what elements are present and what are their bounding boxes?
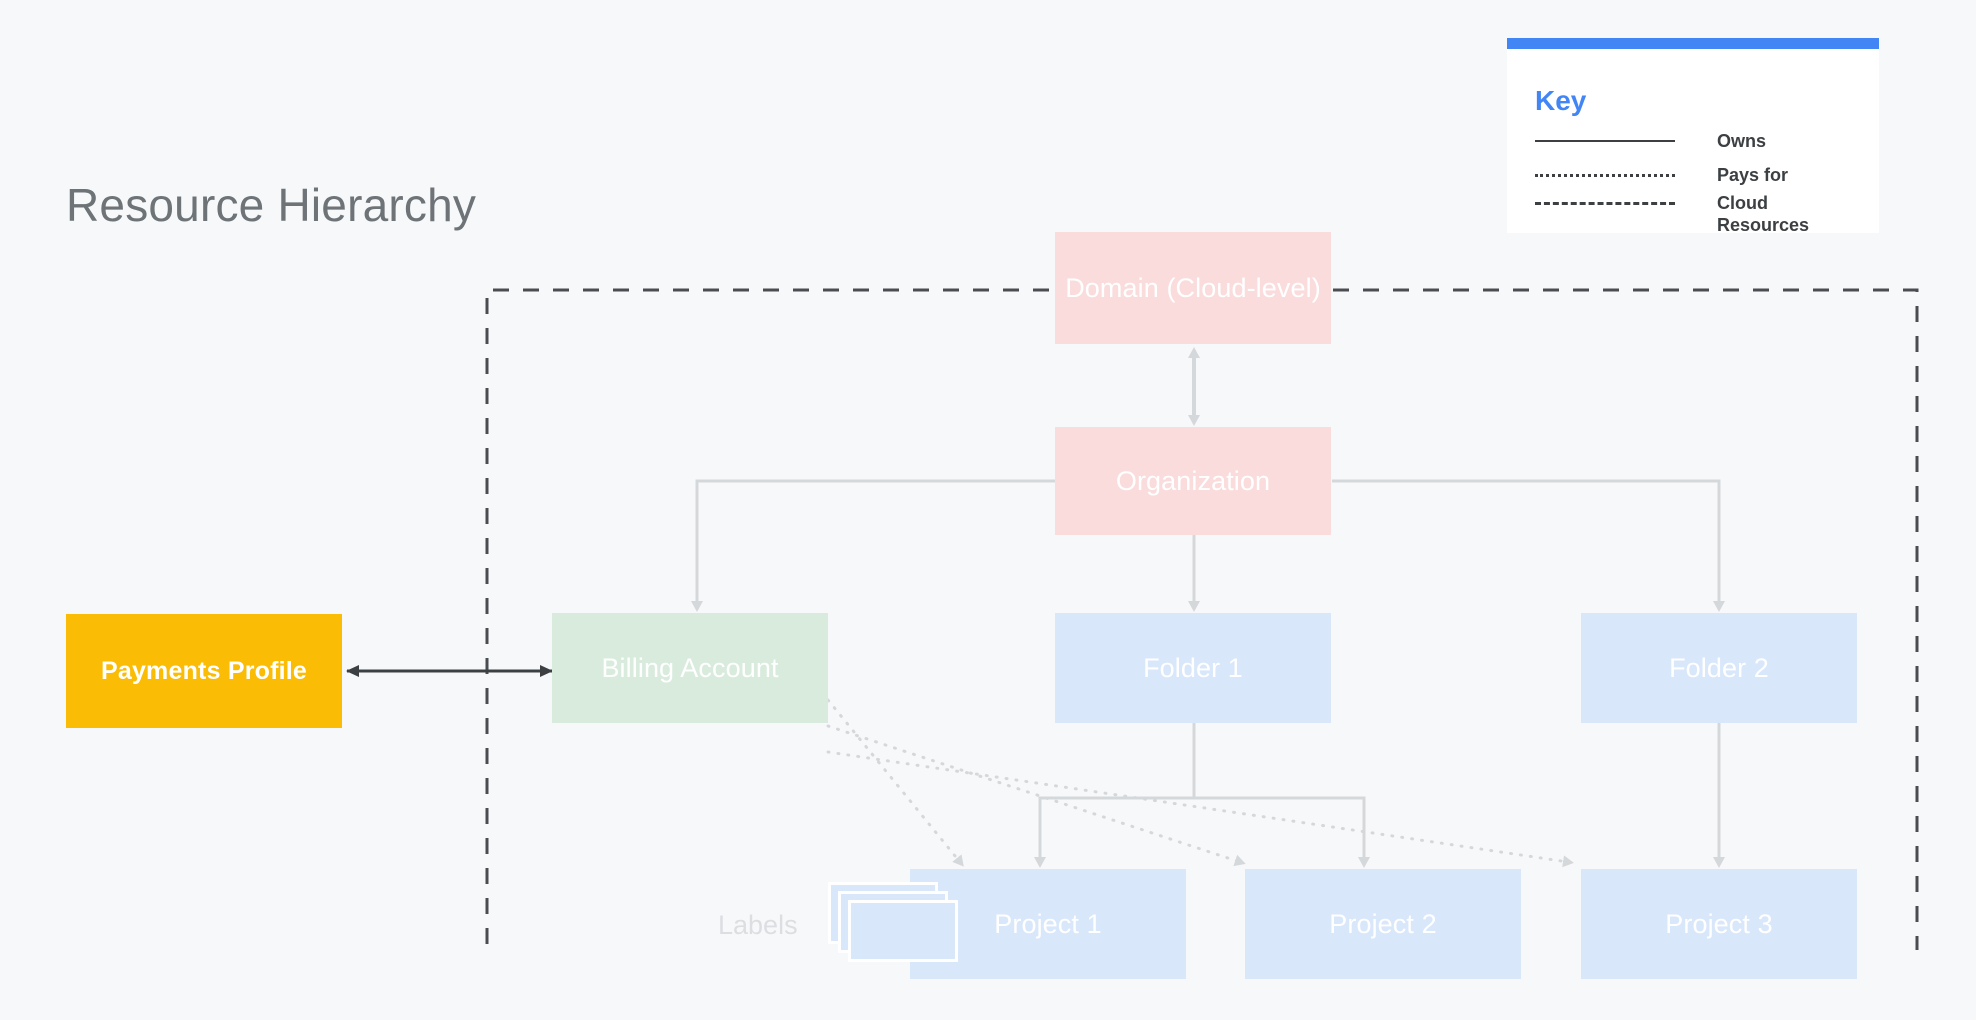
node-billing-account[interactable]: Billing Account — [552, 613, 828, 723]
key-row-pays-for: Pays for — [1535, 165, 1788, 187]
node-folder-2[interactable]: Folder 2 — [1581, 613, 1857, 723]
node-project-3[interactable]: Project 3 — [1581, 869, 1857, 979]
key-accent-bar — [1507, 38, 1879, 49]
node-folder-1[interactable]: Folder 1 — [1055, 613, 1331, 723]
node-project-3-label: Project 3 — [1665, 908, 1773, 939]
key-legend: Key Owns Pays for Cloud Resources — [1507, 38, 1879, 235]
key-heading: Key — [1535, 85, 1587, 116]
cloud-resources-boundary — [485, 288, 1919, 950]
node-organization-label: Organization — [1115, 465, 1271, 496]
labels-stack-icon[interactable] — [828, 882, 968, 970]
key-label-cloud-resources: Cloud Resources — [1717, 193, 1810, 235]
edge-billing-project2-paysfor — [826, 724, 1246, 867]
key-body: Key Owns Pays for Cloud Resources — [1507, 49, 1879, 235]
label-card-front — [848, 900, 958, 962]
node-billing-account-label: Billing Account — [601, 652, 779, 683]
page-title: Resource Hierarchy — [66, 179, 477, 231]
key-label-owns: Owns — [1717, 131, 1767, 151]
key-sample-dashed-line — [1535, 202, 1675, 205]
edge-organization-billing — [691, 479, 1055, 612]
node-project-2-label: Project 2 — [1329, 908, 1437, 939]
node-payments-profile[interactable]: Payments Profile — [66, 614, 342, 728]
edge-folder1-split — [1034, 723, 1196, 868]
node-payments-profile-label: Payments Profile — [100, 656, 308, 685]
edge-billing-project3-paysfor — [826, 750, 1574, 868]
key-row-cloud-resources: Cloud Resources — [1535, 193, 1837, 237]
key-sample-dotted-line — [1535, 174, 1675, 177]
key-row-owns: Owns — [1535, 131, 1766, 153]
node-project-2[interactable]: Project 2 — [1245, 869, 1521, 979]
key-label-pays-for: Pays for — [1717, 165, 1789, 185]
key-sample-solid-line — [1535, 140, 1675, 142]
node-domain[interactable]: Domain (Cloud-level) — [1055, 232, 1331, 344]
labels-caption: Labels — [718, 910, 798, 940]
edge-billing-project1-paysfor — [826, 698, 964, 867]
edge-folder1-project2 — [1194, 796, 1370, 868]
node-project-1-label: Project 1 — [994, 908, 1102, 939]
edge-organization-folder2 — [1332, 479, 1725, 612]
node-domain-label: Domain (Cloud-level) — [1065, 272, 1321, 303]
node-folder-1-label: Folder 1 — [1143, 652, 1243, 683]
node-folder-2-label: Folder 2 — [1669, 652, 1769, 683]
node-organization[interactable]: Organization — [1055, 427, 1331, 535]
